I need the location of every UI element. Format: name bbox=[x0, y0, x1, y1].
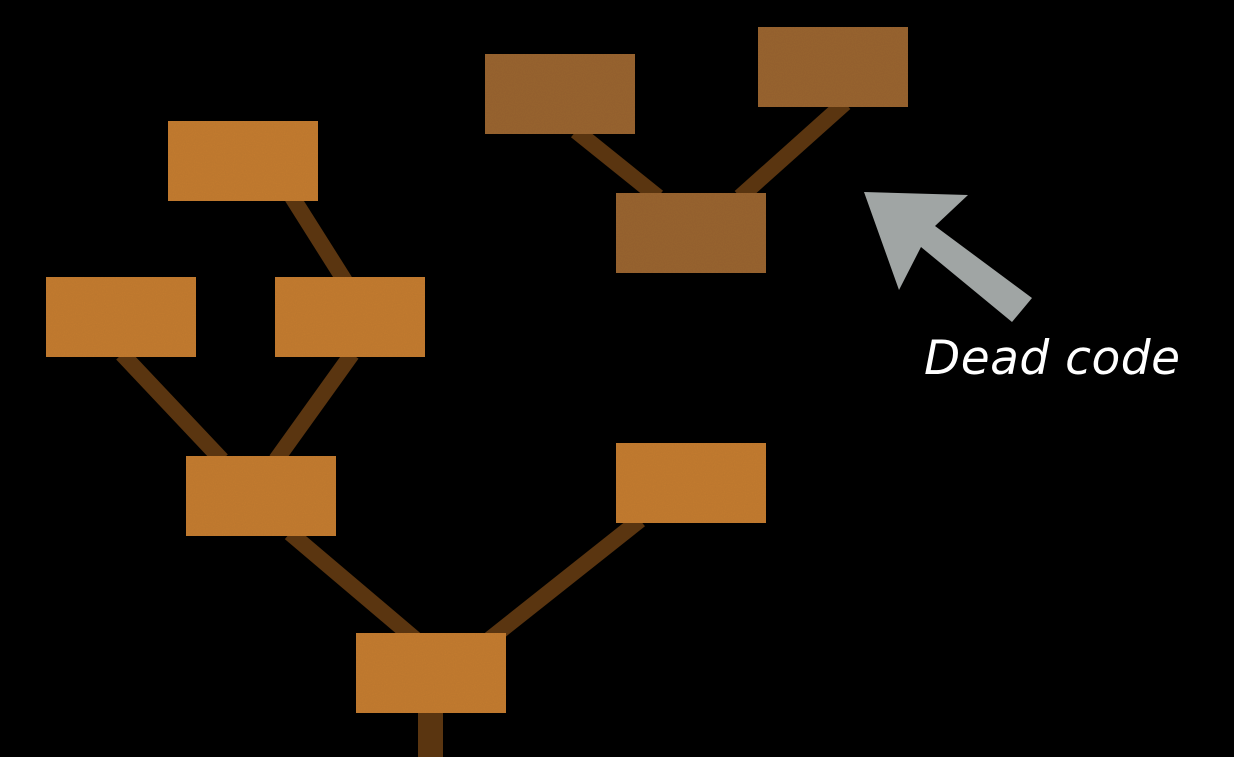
node-center-left bbox=[275, 277, 425, 357]
branch-dead-center-to-dead-right-leaf bbox=[734, 97, 851, 203]
branch-root-to-right-leaf bbox=[485, 513, 645, 646]
node-dead-right-leaf bbox=[758, 27, 908, 107]
dead-code-pointer bbox=[864, 192, 1032, 322]
node-dead-center bbox=[616, 193, 766, 273]
branch-left-mid-to-center-left bbox=[269, 349, 359, 465]
node-right-leaf bbox=[616, 443, 766, 523]
node-left-mid bbox=[186, 456, 336, 536]
tree-nodes bbox=[46, 27, 908, 713]
node-far-left-leaf bbox=[46, 277, 196, 357]
node-dead-left-leaf bbox=[485, 54, 635, 134]
branch-root-to-left-mid bbox=[284, 526, 421, 646]
dead-code-label: Dead code bbox=[924, 331, 1181, 386]
arrow-icon bbox=[864, 192, 1032, 322]
branch-center-left-to-top-left-leaf bbox=[285, 192, 352, 286]
node-root bbox=[356, 633, 506, 713]
tree-trunk bbox=[418, 705, 443, 757]
tree-branches bbox=[116, 97, 851, 757]
branch-dead-center-to-dead-left-leaf bbox=[570, 124, 664, 204]
branch-left-mid-to-far-left-leaf bbox=[116, 348, 228, 466]
node-top-left-leaf bbox=[168, 121, 318, 201]
